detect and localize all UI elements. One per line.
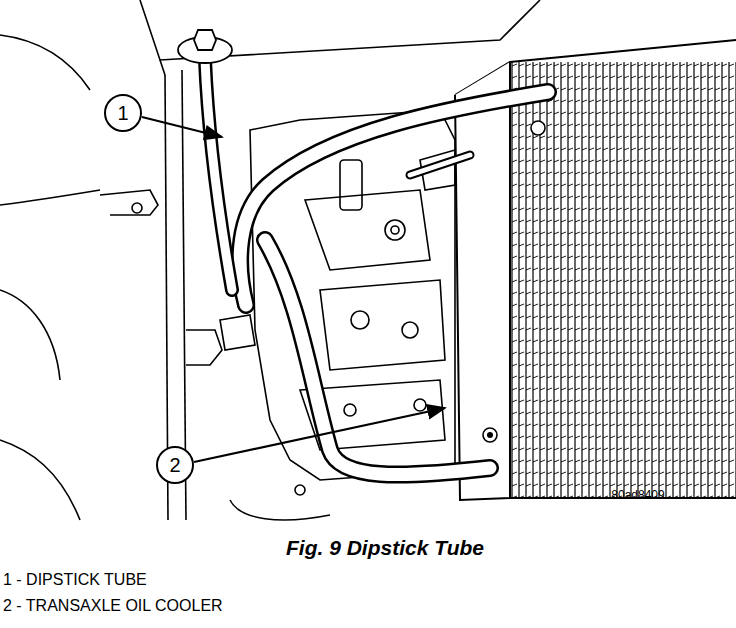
vehicle-frame [0, 0, 540, 520]
leader-lines [142, 117, 445, 462]
figure-code: 80ad8409 [611, 489, 664, 503]
tubes [205, 60, 548, 475]
callout-circles [105, 95, 193, 483]
callout-number: 1 [117, 102, 128, 125]
callout-number: 2 [169, 454, 180, 477]
figure-caption: Fig. 9 Dipstick Tube [286, 536, 484, 560]
legend-entry: 2 - TRANSAXLE OIL COOLER [3, 597, 223, 615]
dipstick-cap [178, 30, 232, 63]
legend-entry: 1 - DIPSTICK TUBE [3, 571, 147, 589]
